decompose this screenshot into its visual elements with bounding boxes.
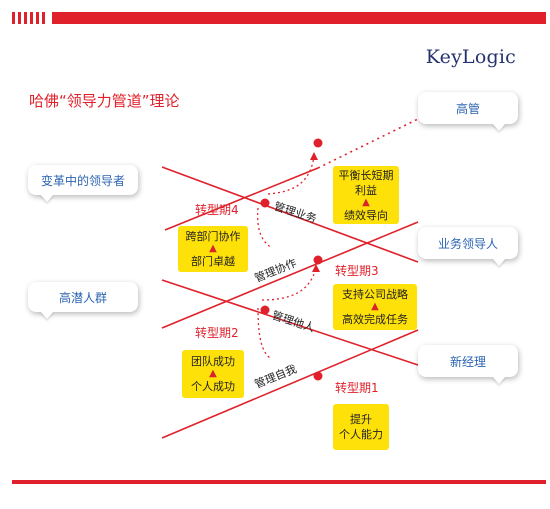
box-text: 绩效导向 [344,208,388,222]
role-high-potential: 高潜人群 [28,282,138,312]
box-text: 利益 [355,183,377,197]
top-accent-bar [12,12,546,24]
arrow-up-icon: ▲ [209,243,217,254]
arrow-up-icon: ▲ [371,301,379,312]
curved-arrow [267,155,315,195]
phase-label-2: 转型期2 [195,326,239,340]
box-text: 部门卓越 [191,255,235,268]
box-text: 团队成功 [191,355,235,368]
box-text: 提升 [350,413,372,426]
role-label: 高潜人群 [58,290,107,305]
box-text: 平衡长短期 [338,168,394,182]
rising-line-4-dotted [317,117,421,169]
arrow-up-icon: ▲ [209,368,217,379]
page-title: 哈佛“领导力管道”理论 [29,92,180,110]
box-text: 高效完成任务 [342,313,408,326]
phase-label-3: 转型期3 [335,264,379,278]
falling-line-1 [161,279,419,366]
rising-line-3 [164,167,319,231]
role-senior-exec: 高管 [418,92,518,124]
skill-box-p3: 支持公司战略 ▲ 高效完成任务 [333,284,417,330]
curved-arrow [261,267,317,301]
stripe [36,12,39,24]
role-label: 高管 [455,101,480,116]
stripe [12,12,15,24]
transition-dot [313,371,323,381]
role-new-manager: 新经理 [418,345,518,377]
box-text: 个人成功 [191,380,235,393]
stripe [30,12,33,24]
stripe [18,12,21,24]
skill-box-p4: 跨部门协作 ▲ 部门卓越 [178,226,248,272]
role-label: 新经理 [449,354,486,369]
curved-arrow [256,207,273,249]
stripe [42,12,45,24]
role-label: 变革中的领导者 [40,173,125,188]
role-label: 业务领导人 [437,236,498,251]
box-text: 个人能力 [339,428,383,441]
role-business-leader: 业务领导人 [418,227,518,259]
transition-dot [313,138,323,148]
brand-logo: KeyLogic [425,46,516,68]
accent-bar [52,12,546,24]
transition-dot [260,305,270,315]
skill-box-p5: 平衡长短期 利益 ▲ 绩效导向 [333,166,399,224]
skill-box-p2: 团队成功 ▲ 个人成功 [182,350,244,398]
transition-dot [260,198,270,208]
stripe [24,12,27,24]
rising-line-2 [161,221,419,329]
phase-label-4: 转型期4 [195,203,239,217]
role-change-leader: 变革中的领导者 [28,165,138,195]
arrow-head [312,264,320,272]
skill-box-p1: 提升 个人能力 [333,404,389,450]
bottom-accent-bar [12,480,546,484]
falling-line-2 [161,166,419,263]
arrow-head [310,152,318,160]
box-text: 跨部门协作 [185,230,241,243]
curved-arrow [257,307,271,359]
transition-dot [313,255,323,265]
box-text: 支持公司战略 [342,288,408,301]
phase-label-1: 转型期1 [335,381,379,395]
rising-line-1 [161,329,419,439]
arrow-up-icon: ▲ [362,196,370,208]
